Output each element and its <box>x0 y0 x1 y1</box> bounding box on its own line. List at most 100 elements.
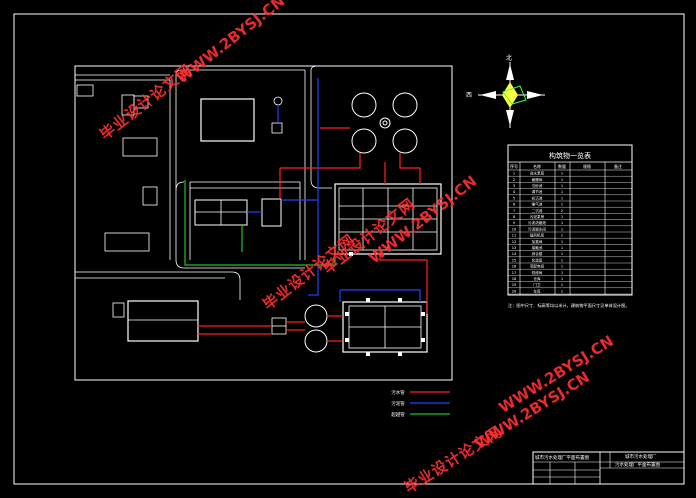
table-cell: 曝气池 <box>532 202 543 207</box>
table-cell: 车库 <box>533 288 541 293</box>
table-cell: 接触池 <box>532 245 543 250</box>
table-cell: 14 <box>512 252 517 256</box>
roads <box>75 65 452 300</box>
table-cell: 1 <box>561 246 563 250</box>
table-cell: 1 <box>561 252 563 256</box>
site-boundary <box>74 65 453 381</box>
compass-rose: 北 西 <box>466 54 545 128</box>
building-office <box>122 137 158 157</box>
building-gatehouse <box>76 84 94 97</box>
table-cell: 1 <box>561 184 563 188</box>
table-note: 注：图中尺寸、标高等均以米计，建筑物平面尺寸见单体设计图。 <box>508 302 629 309</box>
table-cell: 沉砂池 <box>532 183 543 188</box>
table-cell: 门卫 <box>533 282 541 287</box>
table-cell: 1 <box>561 215 563 219</box>
legend-label: 超越管 <box>391 411 405 418</box>
table-cell: 18 <box>512 277 517 281</box>
title-block: 城市污水处理厂平面布置图 城市污水处理厂 污水处理厂平面布置图 <box>532 451 685 485</box>
table-cell: 格栅间 <box>532 177 543 182</box>
table-cell: 1 <box>561 203 563 207</box>
table-cell: 1 <box>561 289 563 293</box>
contact-tank <box>342 301 428 353</box>
primary-tank <box>127 300 199 342</box>
sludge-pipes <box>247 78 421 302</box>
title-block-drawing-title: 污水处理厂平面布置图 <box>615 461 660 468</box>
secondary-clarifiers <box>351 92 418 154</box>
table-cell: 13 <box>512 246 517 250</box>
title-block-left-title: 城市污水处理厂平面布置图 <box>535 454 589 461</box>
table-cell: 二沉池 <box>532 208 543 213</box>
bypass-pipes <box>184 180 336 266</box>
table-cell: 1 <box>561 258 563 262</box>
table-cell: 1 <box>561 277 563 281</box>
table-cell: 仓库 <box>533 276 541 281</box>
table-cell: 10 <box>512 227 517 231</box>
table-cell: 9 <box>513 221 516 225</box>
table-cell: 调节池 <box>532 189 543 194</box>
sewage-pipes <box>198 127 428 342</box>
building-garage <box>104 232 150 252</box>
table-cell: 机修间 <box>532 270 543 275</box>
well <box>273 96 283 106</box>
markers <box>345 252 425 356</box>
table-cell: 3 <box>513 184 515 188</box>
compass-north-label: 北 <box>506 54 512 62</box>
table-cell: 1 <box>561 240 563 244</box>
screen <box>112 302 125 318</box>
table-header-cell: 规格 <box>583 163 591 169</box>
aeration-tank <box>334 183 442 255</box>
table-header-cell: 序号 <box>510 163 518 169</box>
table-cell: 综合楼 <box>532 251 543 256</box>
table-cell: 1 <box>561 227 563 231</box>
sludge-thickener-2 <box>304 329 328 353</box>
table-cell: 进水泵房 <box>530 171 545 176</box>
table-header-cell: 数量 <box>558 163 566 169</box>
table-cell: 鼓风机房 <box>530 233 545 238</box>
table-title: 构筑物一览表 <box>549 151 591 160</box>
table-cell: 1 <box>561 178 563 182</box>
table-cell: 污泥脱水间 <box>528 226 546 231</box>
table-cell: 加氯间 <box>532 239 543 244</box>
table-cell: 5 <box>513 196 515 200</box>
table-cell: 6 <box>513 203 516 207</box>
table-cell: 1 <box>561 221 563 225</box>
table-cell: 污泥浓缩池 <box>528 220 546 225</box>
compass-west-label: 西 <box>466 92 472 99</box>
table-cell: 变配电间 <box>530 264 545 269</box>
table-cell: 17 <box>512 271 517 275</box>
table-cell: 1 <box>561 234 563 238</box>
table-cell: 4 <box>513 190 516 194</box>
table-header-cell: 备注 <box>614 163 622 169</box>
table-cell: 7 <box>513 209 515 213</box>
table-cell: 1 <box>561 283 563 287</box>
table-cell: 8 <box>513 215 516 219</box>
table-cell: 15 <box>512 258 517 262</box>
table-cell: 19 <box>512 283 517 287</box>
table-cell: 20 <box>512 289 517 293</box>
table-cell: 1 <box>561 271 563 275</box>
title-block-right-title: 城市污水处理厂 <box>625 453 657 460</box>
building-pump <box>261 198 282 227</box>
table-cell: 2 <box>513 178 515 182</box>
table-cell: 初沉池 <box>532 195 543 200</box>
table-cell: 污泥泵房 <box>530 214 545 219</box>
table-cell: 1 <box>513 172 515 176</box>
table-cell: 1 <box>561 196 563 200</box>
table-cell: 16 <box>512 265 517 269</box>
table-header-cell: 名称 <box>533 163 541 169</box>
legend-label: 污泥管 <box>391 400 405 407</box>
drawing-frame <box>13 13 685 485</box>
legend-label: 污水管 <box>391 389 405 396</box>
building-chlorination <box>271 122 283 134</box>
building-admin <box>200 98 255 142</box>
table-cell: 12 <box>512 240 517 244</box>
table-cell: 2 <box>561 209 563 213</box>
sludge-thickener-1 <box>304 304 328 328</box>
table-cell: 1 <box>561 172 563 176</box>
table-cell: 1 <box>561 190 563 194</box>
table-cell: 化验室 <box>532 257 543 262</box>
table-cell: 1 <box>561 265 563 269</box>
